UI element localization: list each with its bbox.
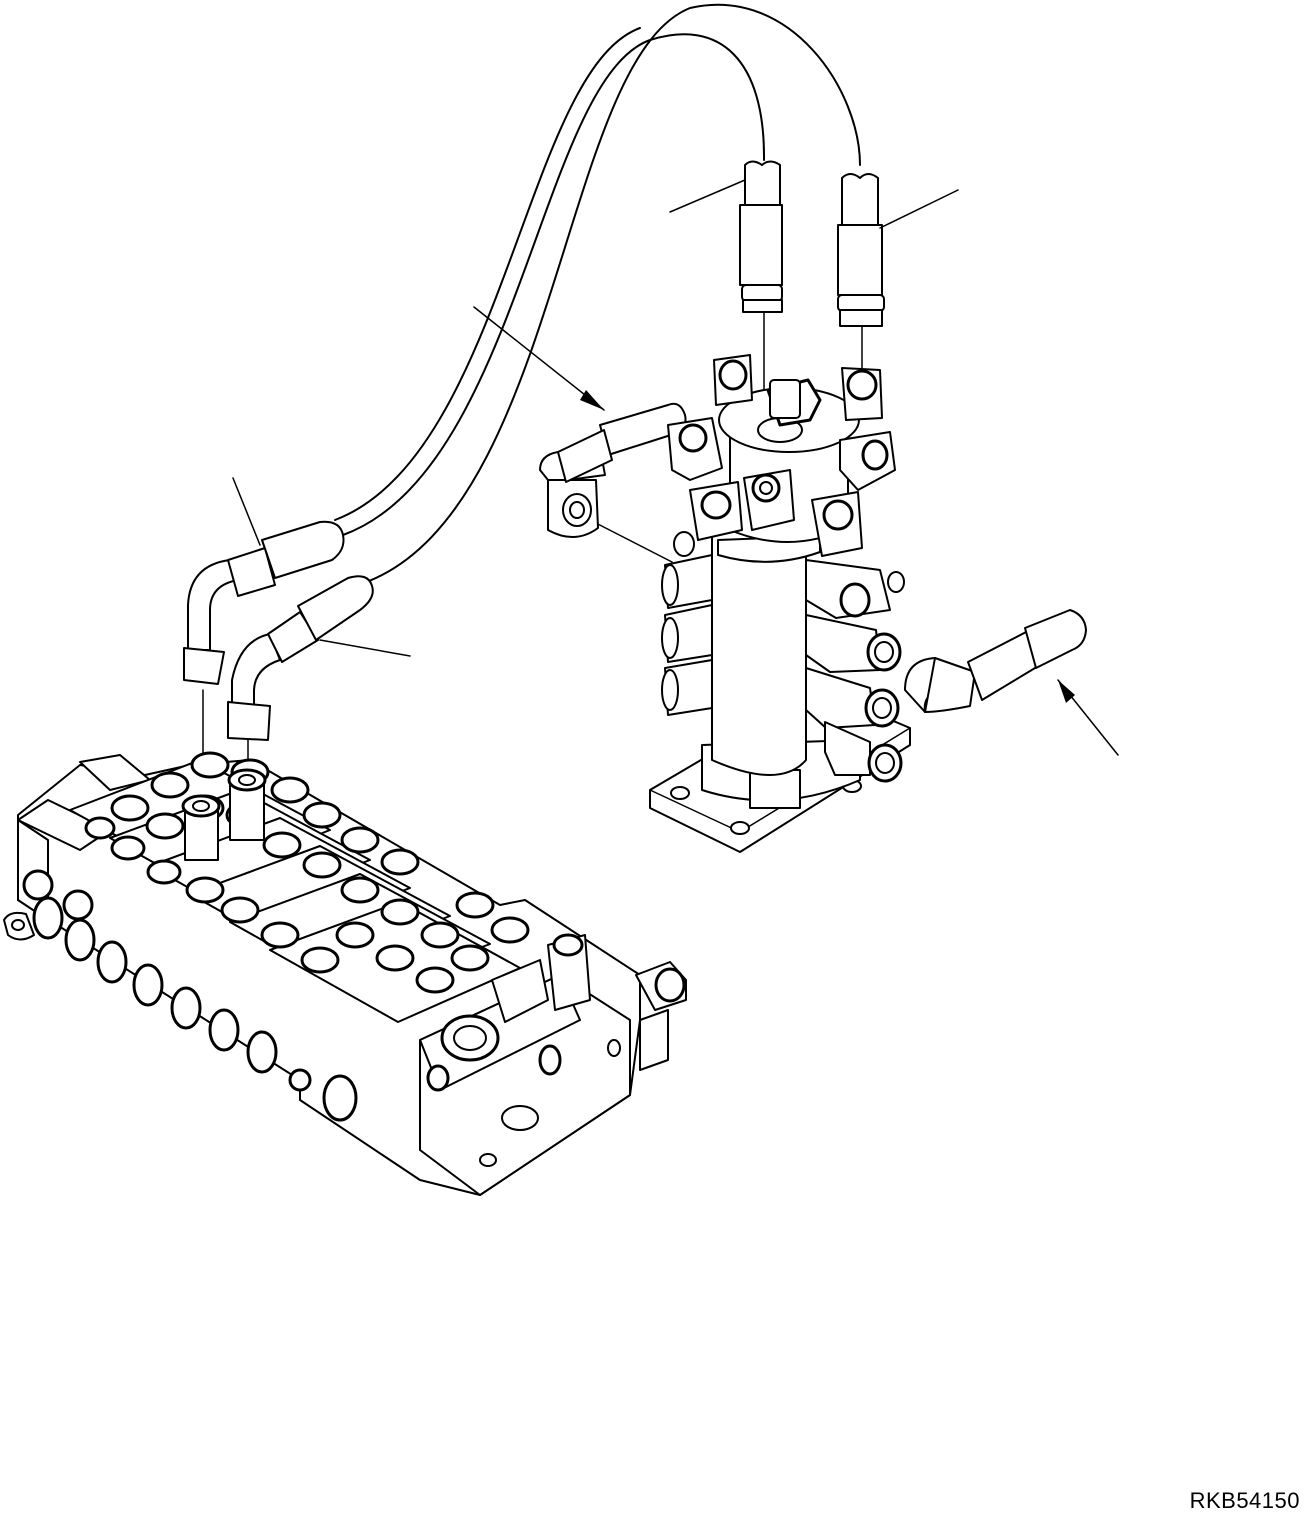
valve-inlet-block (419, 933, 687, 1196)
hose-end-left (739, 160, 783, 481)
valve-top-fittings (181, 768, 267, 861)
hose-end-right (837, 173, 885, 369)
hose-elbow-middle (539, 402, 687, 538)
leader-lines (232, 179, 1119, 756)
hose-elbow-right (227, 575, 374, 791)
control-valve (3, 751, 687, 1196)
drawing-reference-code: RKB54150 (1189, 1488, 1300, 1513)
long-hose-pair (334, 3, 861, 586)
swivel-joint (649, 354, 911, 853)
valve-ports (84, 751, 530, 994)
hose-elbow-swivel-right (904, 609, 1087, 713)
valve-front-bosses (22, 869, 358, 1122)
hose-elbow-left (183, 520, 345, 771)
